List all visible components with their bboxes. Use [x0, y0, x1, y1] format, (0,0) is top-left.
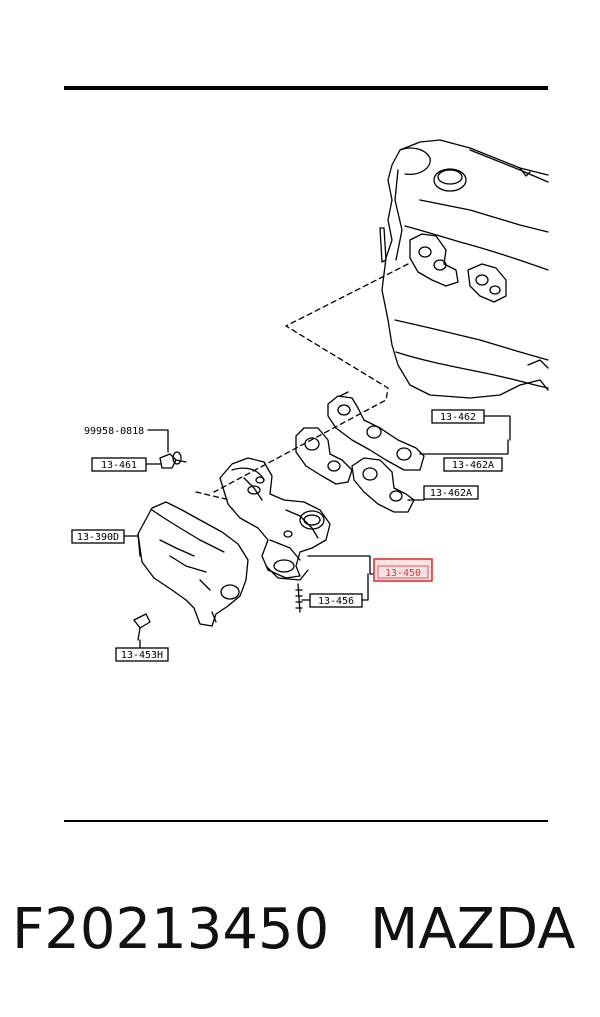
engine-block	[379, 139, 549, 399]
svg-text:13-462A: 13-462A	[430, 488, 472, 499]
stud-13-456	[295, 583, 303, 613]
gasket-13-462A-lower	[351, 457, 415, 513]
exhaust-manifold-13-450	[219, 457, 331, 581]
heat-insulator-13-390D	[137, 501, 249, 627]
bolt-13-453H	[133, 613, 151, 641]
svg-text:13-390D: 13-390D	[77, 532, 119, 543]
brand-name: MAZDA	[370, 897, 576, 962]
label-13-461: 13-461	[91, 457, 147, 472]
label-13-462: 13-462	[431, 409, 485, 424]
svg-text:99958-0818: 99958-0818	[84, 426, 144, 437]
washer-99958-0818	[172, 451, 182, 465]
label-13-462A-lower: 13-462A	[423, 485, 479, 500]
label-13-450-highlighted[interactable]: 13-450	[373, 558, 433, 582]
top-divider	[64, 86, 548, 90]
label-13-462A-upper: 13-462A	[443, 457, 503, 472]
label-99958-0818: 99958-0818	[84, 426, 144, 437]
svg-text:13-456: 13-456	[318, 596, 354, 607]
label-13-390D: 13-390D	[71, 529, 125, 544]
bottom-divider	[64, 820, 548, 822]
gasket-13-462A-upper	[295, 427, 353, 485]
label-13-456: 13-456	[309, 593, 363, 608]
svg-text:13-453H: 13-453H	[121, 650, 163, 661]
dashed-leader-lines	[195, 263, 409, 501]
part-number: F20213450	[12, 897, 330, 962]
label-13-453H: 13-453H	[115, 647, 169, 662]
svg-text:13-462A: 13-462A	[452, 460, 494, 471]
svg-text:13-461: 13-461	[101, 460, 137, 471]
gasket-13-462	[327, 391, 425, 471]
svg-text:13-462: 13-462	[440, 412, 476, 423]
leader-lines	[123, 415, 511, 651]
svg-text:13-450: 13-450	[385, 568, 421, 579]
